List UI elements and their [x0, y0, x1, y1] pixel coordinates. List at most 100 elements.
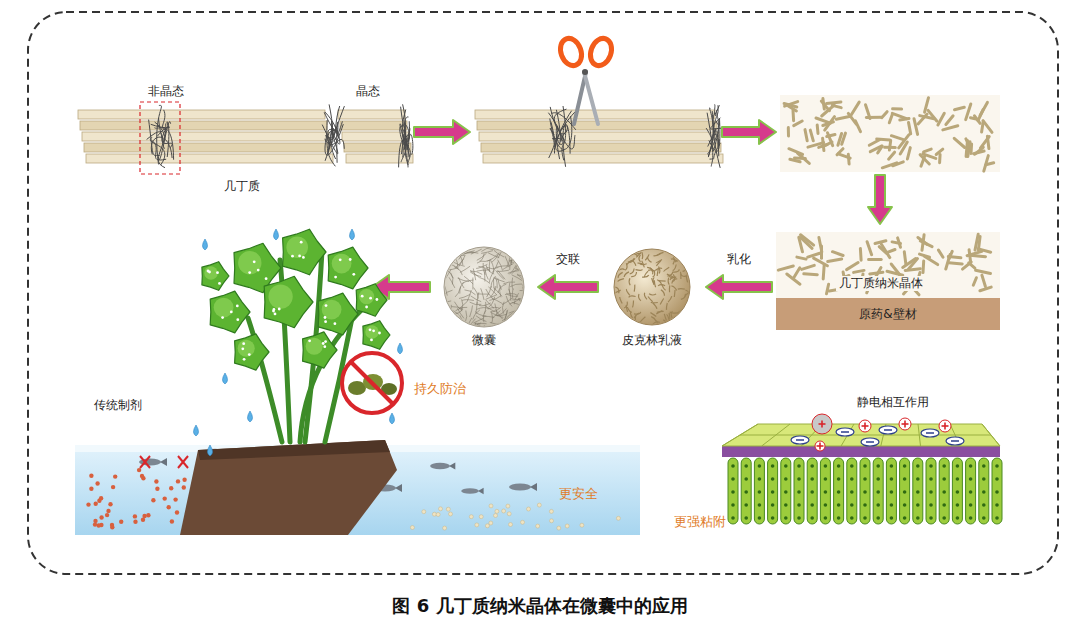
- nanocrystal-field: [780, 95, 1000, 172]
- nanocrystal-rod: [973, 278, 976, 286]
- capsule-dot: [370, 339, 373, 342]
- dashed-frame: [28, 12, 1058, 574]
- capsule-dot: [248, 353, 251, 356]
- annotation-label: 静电相互作用: [855, 395, 931, 410]
- fibre: [666, 303, 668, 310]
- fibre: [443, 307, 447, 318]
- capsule-residue: [443, 526, 447, 530]
- capsule-dot: [376, 298, 379, 301]
- palisade-cell: [926, 458, 936, 524]
- nanocrystal-rod: [963, 262, 972, 269]
- nanocrystal-layer: [776, 232, 1000, 298]
- fibre: [451, 315, 456, 326]
- fibre: [499, 326, 501, 338]
- fibre: [498, 247, 503, 258]
- plus-sign: [819, 443, 821, 450]
- amorphous-chain: [155, 118, 165, 141]
- fibre: [510, 284, 522, 287]
- fibre: [516, 258, 521, 269]
- nanocrystal-rod: [799, 237, 803, 252]
- fibre: [523, 287, 527, 298]
- nanocrystal-rod: [903, 259, 916, 268]
- scissors-icon: [582, 69, 588, 75]
- cuticle-band: [722, 446, 1000, 457]
- capsule-residue: [549, 509, 553, 513]
- fibre: [504, 310, 508, 322]
- capsule-dot: [230, 311, 233, 314]
- fibre: [451, 307, 463, 310]
- fibre: [621, 251, 628, 252]
- fish-tail: [530, 483, 537, 491]
- chloroplast: [784, 490, 788, 494]
- nanocrystal-rod: [816, 125, 820, 133]
- pesticide-residue: [163, 496, 167, 500]
- fibre: [462, 324, 465, 336]
- nanocrystal-rod: [802, 265, 815, 269]
- fibre: [520, 306, 525, 317]
- fibre: [512, 302, 523, 307]
- nanocrystal-rod: [893, 107, 902, 110]
- process-connector: [706, 275, 772, 299]
- plant-leaf: [303, 332, 337, 368]
- positive-charge: [815, 441, 825, 451]
- fibre: [660, 299, 664, 305]
- fibre: [485, 327, 496, 331]
- fibre: [659, 280, 666, 282]
- positive-charge: [899, 418, 911, 430]
- fibre: [448, 264, 459, 270]
- water-drop: [248, 411, 253, 422]
- capsule-dot: [322, 342, 325, 345]
- field-scene: [180, 440, 397, 535]
- scissors-icon: [557, 35, 615, 124]
- capsule-residue: [436, 513, 440, 517]
- fibre: [447, 268, 459, 270]
- plant-leaf: [318, 293, 358, 335]
- fibre: [503, 282, 515, 284]
- pesticide-residue: [155, 487, 159, 491]
- fibre: [615, 290, 621, 293]
- nanocrystal-rod: [904, 252, 906, 264]
- node-label: 几丁质: [224, 179, 260, 194]
- nanocrystal-rod: [798, 153, 810, 163]
- positive-charge: [859, 420, 871, 432]
- fibre: [651, 313, 657, 317]
- fibre: [608, 311, 615, 313]
- pesticide-residue: [97, 523, 101, 527]
- pesticide-residue: [89, 487, 93, 491]
- nanocrystal-rods: [778, 234, 991, 294]
- fibre: [434, 324, 446, 327]
- chloroplast: [916, 516, 920, 520]
- nanocrystal-rod: [854, 270, 864, 272]
- capsule-dot: [273, 308, 276, 311]
- chloroplast: [784, 477, 788, 481]
- capsule-dot: [324, 340, 327, 343]
- nanocrystal-rod: [936, 149, 943, 154]
- chloroplast: [876, 490, 880, 494]
- pesticide-residue: [110, 523, 114, 527]
- fibre: [512, 289, 514, 301]
- droplet-fibers: [608, 250, 694, 329]
- chitin-bundle: [78, 104, 413, 167]
- fibre: [509, 311, 521, 314]
- palisade-cell: [807, 458, 817, 524]
- nanocrystal-rod: [808, 253, 820, 257]
- fibre: [452, 325, 462, 331]
- fibre: [618, 269, 625, 271]
- fibre: [460, 266, 470, 272]
- annotation-label: 传统制剂: [92, 398, 144, 413]
- amorphous-chain: [556, 112, 575, 151]
- fibre: [657, 252, 663, 255]
- fibre: [624, 272, 629, 277]
- fibre: [611, 300, 617, 304]
- pesticide-residue: [89, 474, 93, 478]
- fibre: [493, 278, 504, 282]
- chloroplast: [784, 516, 788, 520]
- fibre: [622, 250, 625, 256]
- fibre: [669, 285, 671, 292]
- chloroplast: [810, 490, 814, 494]
- fibre: [471, 249, 482, 254]
- fibre: [634, 250, 638, 256]
- fibre: [486, 248, 498, 250]
- capsule-dot: [302, 256, 305, 259]
- fibre: [509, 289, 511, 301]
